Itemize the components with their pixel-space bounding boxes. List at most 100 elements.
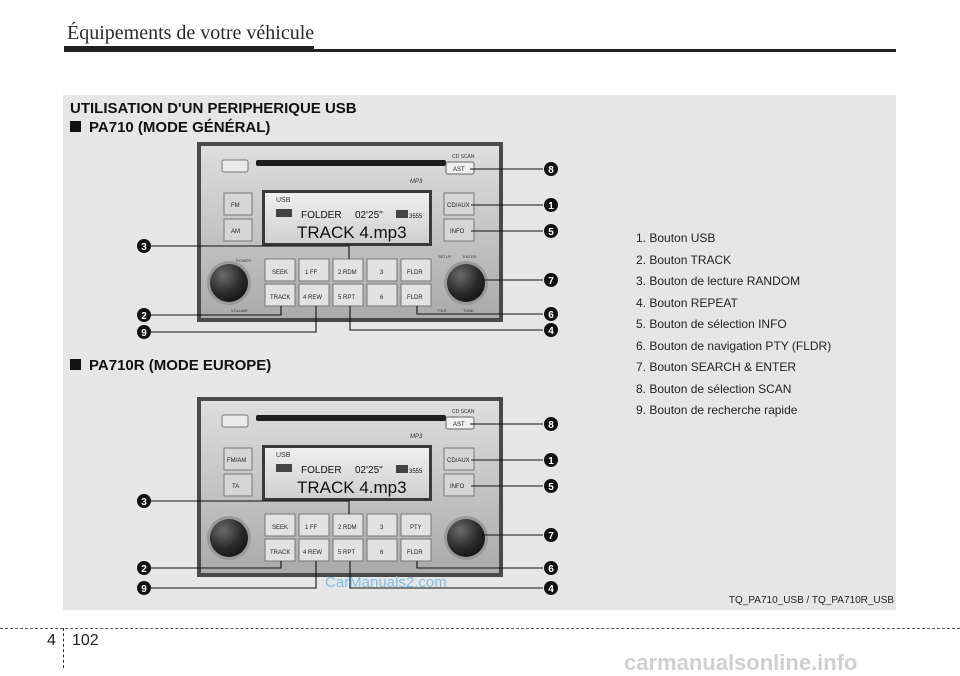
legend-item: 6. Bouton de navigation PTY (FLDR) bbox=[636, 338, 832, 353]
callout-badge bbox=[544, 581, 558, 595]
radio2-button-grid: SEEK 1 FF 2 RDM 3 PTY TRACK 4 REW 5 RPT … bbox=[264, 513, 432, 562]
radio2-btn-rdm: 2 RDM bbox=[338, 525, 357, 531]
footer-vertical-divider bbox=[63, 628, 64, 668]
callout-badge bbox=[137, 308, 151, 322]
callout-badge bbox=[544, 479, 558, 493]
callout-label: 5 bbox=[548, 482, 554, 493]
radio1-display-track: TRACK 4.mp3 bbox=[297, 223, 407, 242]
radio2-btn-pty: PTY bbox=[410, 525, 422, 531]
radio2-btn-3: 3 bbox=[380, 525, 384, 531]
callout-badge bbox=[544, 273, 558, 287]
callout-badge bbox=[137, 325, 151, 339]
radio2-ast-label: AST bbox=[453, 422, 465, 428]
radio1-btn-rew: 4 REW bbox=[303, 295, 322, 301]
legend-item: 1. Bouton USB bbox=[636, 231, 716, 245]
radio1-volume-label: VOLUME bbox=[231, 308, 248, 313]
callout-label: 6 bbox=[548, 564, 554, 575]
radio2-top-label: CD SCAN bbox=[452, 409, 475, 415]
radio-pa710: CD SCAN AST MP3 FM AM USB FOLDER 02'25" … bbox=[151, 142, 543, 333]
watermark-carmanuals2: CarManuals2.com bbox=[325, 574, 447, 591]
callout-label: 6 bbox=[548, 310, 554, 321]
radio1-btn-rpt: 5 RPT bbox=[338, 295, 355, 301]
radio1-btn-fldr-down: FLDR bbox=[407, 295, 423, 301]
callout-badge bbox=[137, 494, 151, 508]
callout-label: 5 bbox=[548, 227, 554, 238]
button-legend: 1. Bouton USB 2. Bouton TRACK 3. Bouton … bbox=[636, 228, 831, 422]
callout-badge bbox=[544, 453, 558, 467]
radio1-btn-seek: SEEK bbox=[272, 270, 288, 276]
radio1-display-folder: FOLDER bbox=[301, 210, 342, 221]
callout-label: 7 bbox=[548, 531, 554, 542]
chapter-number: 4 bbox=[47, 632, 56, 649]
legend-item: 8. Bouton de sélection SCAN bbox=[636, 381, 792, 396]
callout-badge bbox=[544, 224, 558, 238]
radio2-leader-lines bbox=[151, 423, 543, 589]
callout-badge bbox=[544, 417, 558, 431]
callout-label: 8 bbox=[548, 165, 554, 176]
square-bullet-icon bbox=[70, 359, 81, 370]
radio-pa710r: CD SCAN AST MP3 FM/AM TA USB FOLDER 02'2… bbox=[151, 397, 543, 589]
callout-badge bbox=[544, 323, 558, 337]
radio1-left-bottom: AM bbox=[231, 229, 240, 235]
callout-label: 4 bbox=[548, 584, 554, 595]
callout-label: 9 bbox=[141, 328, 147, 339]
legend-item: 3. Bouton de lecture RANDOM bbox=[636, 274, 801, 288]
page-number: 102 bbox=[72, 632, 99, 649]
radio1-display-file-no: 3555 bbox=[409, 214, 423, 220]
radio1-btn-fldr-up: FLDR bbox=[407, 270, 423, 276]
callout-label: 9 bbox=[141, 584, 147, 595]
radio1-setup-label: SETUP bbox=[438, 254, 452, 259]
radio1-display-time: 02'25" bbox=[355, 210, 383, 221]
callout-label: 1 bbox=[548, 201, 554, 212]
callout-label: 4 bbox=[548, 326, 554, 337]
radio2-display-track: TRACK 4.mp3 bbox=[297, 478, 407, 497]
radio2-btn-seek: SEEK bbox=[272, 525, 288, 531]
radio2-btn-rew: 4 REW bbox=[303, 550, 322, 556]
callout-label: 8 bbox=[548, 420, 554, 431]
radio1-display-mode: USB bbox=[276, 197, 291, 204]
callout-label: 2 bbox=[141, 311, 147, 322]
radio1-tune-label: TUNE bbox=[463, 308, 474, 313]
radio2-btn-rpt: 5 RPT bbox=[338, 550, 355, 556]
mode2-title-text: PA710R (MODE EUROPE) bbox=[89, 357, 272, 374]
radio1-right-bottom: INFO bbox=[450, 229, 465, 235]
callout-badge bbox=[544, 162, 558, 176]
radio1-file-label: FILE bbox=[438, 308, 447, 313]
radio1-btn-6: 6 bbox=[380, 295, 384, 301]
section-title: UTILISATION D'UN PERIPHERIQUE USB bbox=[70, 100, 357, 117]
radio2-btn-ff: 1 FF bbox=[305, 525, 318, 531]
radio1-top-label: CD SCAN bbox=[452, 154, 475, 160]
radio1-btn-ff: 1 FF bbox=[305, 270, 318, 276]
radio1-leader-lines bbox=[151, 168, 543, 333]
radio2-btn-track: TRACK bbox=[270, 550, 290, 556]
radio2-left-bottom: TA bbox=[232, 484, 239, 490]
radio1-ast-label: AST bbox=[453, 167, 465, 173]
header-rule bbox=[64, 49, 896, 52]
radio2-btn-6: 6 bbox=[380, 550, 384, 556]
mode1-title: PA710 (MODE GÉNÉRAL) bbox=[70, 119, 270, 136]
callout-badge bbox=[544, 528, 558, 542]
callout-badge bbox=[137, 239, 151, 253]
radio1-btn-3: 3 bbox=[380, 270, 384, 276]
callout-badge bbox=[544, 561, 558, 575]
legend-item: 9. Bouton de recherche rapide bbox=[636, 403, 798, 417]
callout-badge bbox=[544, 307, 558, 321]
radio1-button-grid: SEEK 1 FF 2 RDM 3 FLDR TRACK 4 REW 5 RPT… bbox=[264, 258, 432, 307]
callout-badge bbox=[137, 561, 151, 575]
radio2-display-folder: FOLDER bbox=[301, 465, 342, 476]
radio2-btn-fldr: FLDR bbox=[407, 550, 423, 556]
radio2-display-time: 02'25" bbox=[355, 465, 383, 476]
mode1-title-text: PA710 (MODE GÉNÉRAL) bbox=[89, 119, 271, 136]
callout-label: 2 bbox=[141, 564, 147, 575]
radio1-right-top: CD/AUX bbox=[447, 203, 470, 209]
radio1-mp3-label: MP3 bbox=[410, 179, 423, 185]
figure-caption: TQ_PA710_USB / TQ_PA710R_USB bbox=[728, 595, 894, 606]
square-bullet-icon bbox=[70, 121, 81, 132]
callout-label: 7 bbox=[548, 276, 554, 287]
radio1-btn-track: TRACK bbox=[270, 295, 290, 301]
mode2-title: PA710R (MODE EUROPE) bbox=[70, 357, 271, 374]
radio1-left-top: FM bbox=[231, 203, 240, 209]
radio1-power-label: POWER bbox=[236, 258, 251, 263]
radio2-left-top: FM/AM bbox=[227, 458, 246, 464]
